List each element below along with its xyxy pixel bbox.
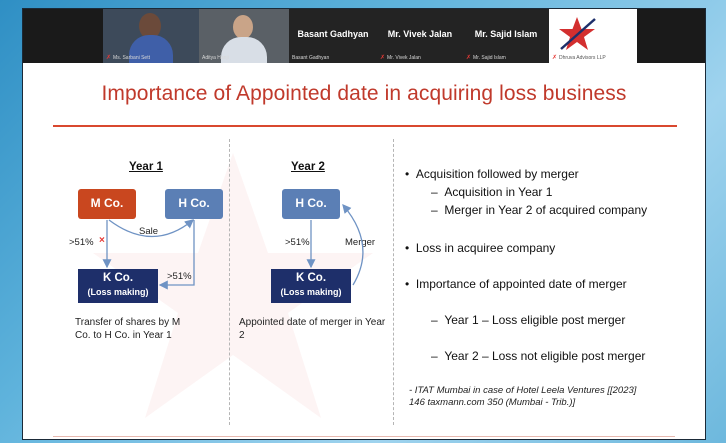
participant-tile-3[interactable]: Basant Gadhyan Basant Gadhyan	[289, 9, 377, 63]
slide-footer-line	[53, 436, 675, 437]
participant-tile-video-2[interactable]: Aditya Hanji	[199, 9, 289, 63]
year2-caption: Appointed date of merger in Year 2	[239, 317, 386, 341]
slide: Importance of Appointed date in acquirin…	[23, 63, 705, 439]
participant-body	[129, 35, 173, 63]
column-divider-1	[229, 139, 230, 425]
sub-bullet-3a: – Year 1 – Loss eligible post merger	[431, 313, 626, 327]
column-divider-2	[393, 139, 394, 425]
title-underline	[53, 125, 677, 127]
slide-title: Importance of Appointed date in acquirin…	[101, 82, 627, 105]
participant-name: Basant Gadhyan	[297, 29, 369, 39]
participant-label: Mr. Sajid Islam	[473, 55, 506, 61]
year1-caption: Transfer of shares by M Co. to H Co. in …	[75, 317, 181, 341]
h-co-box-year2: H Co.	[282, 189, 340, 219]
sub-bullet-3b: – Year 2 – Loss not eligible post merger	[431, 349, 646, 363]
participant-label: Mr. Vivek Jalan	[387, 55, 421, 61]
participant-face	[139, 13, 161, 39]
pct-right-label: >51%	[167, 271, 192, 282]
participant-label: Dhruva Advisors LLP	[559, 55, 606, 61]
cross-icon: ×	[99, 235, 105, 246]
year1-heading: Year 1	[129, 161, 163, 173]
participant-tile-video-1[interactable]: ✗Ms. Sarbani Sett	[103, 9, 199, 63]
sale-label: Sale	[139, 226, 159, 237]
participant-name: Mr. Vivek Jalan	[387, 29, 453, 39]
participant-face	[233, 15, 253, 39]
participant-tile-4[interactable]: Mr. Vivek Jalan ✗Mr. Vivek Jalan	[377, 9, 463, 63]
participant-label: Aditya Hanji	[202, 55, 229, 61]
presentation-window: ✗Ms. Sarbani Sett Aditya Hanji Basant Ga…	[22, 8, 706, 440]
mic-off-icon: ✗	[552, 55, 558, 61]
k-co-box: K Co. (Loss making)	[78, 269, 158, 303]
participant-name: Mr. Sajid Islam	[474, 29, 538, 39]
participant-label: Ms. Sarbani Sett	[113, 55, 150, 61]
pct-left-label: >51%	[69, 237, 94, 248]
mic-off-icon: ✗	[466, 55, 472, 61]
k-co-box-year2: K Co. (Loss making)	[271, 269, 351, 303]
merger-label: Merger	[345, 237, 376, 248]
bullet-3: • Importance of appointed date of merger	[405, 277, 627, 291]
watermark-star-icon	[93, 153, 373, 418]
citation: - ITAT Mumbai in case of Hotel Leela Ven…	[409, 385, 637, 408]
participant-label: Basant Gadhyan	[292, 55, 330, 61]
star-logo-icon	[559, 17, 596, 50]
h-co-box: H Co.	[165, 189, 223, 219]
bullet-1: • Acquisition followed by merger	[405, 167, 579, 181]
m-co-box: M Co.	[78, 189, 136, 219]
participant-tile-logo[interactable]: ✗Dhruva Advisors LLP	[549, 9, 637, 63]
bullet-2: • Loss in acquiree company	[405, 241, 556, 255]
pct-label-year2: >51%	[285, 237, 310, 248]
year2-heading: Year 2	[291, 161, 325, 173]
sub-bullet-1b: – Merger in Year 2 of acquired company	[431, 203, 648, 217]
sub-bullet-1a: – Acquisition in Year 1	[431, 185, 553, 199]
participant-body	[221, 37, 267, 63]
diagram-arrows	[102, 204, 364, 290]
participant-strip: ✗Ms. Sarbani Sett Aditya Hanji Basant Ga…	[23, 9, 705, 63]
participant-tile-5[interactable]: Mr. Sajid Islam ✗Mr. Sajid Islam	[463, 9, 549, 63]
mic-off-icon: ✗	[106, 55, 112, 61]
mic-off-icon: ✗	[380, 55, 386, 61]
